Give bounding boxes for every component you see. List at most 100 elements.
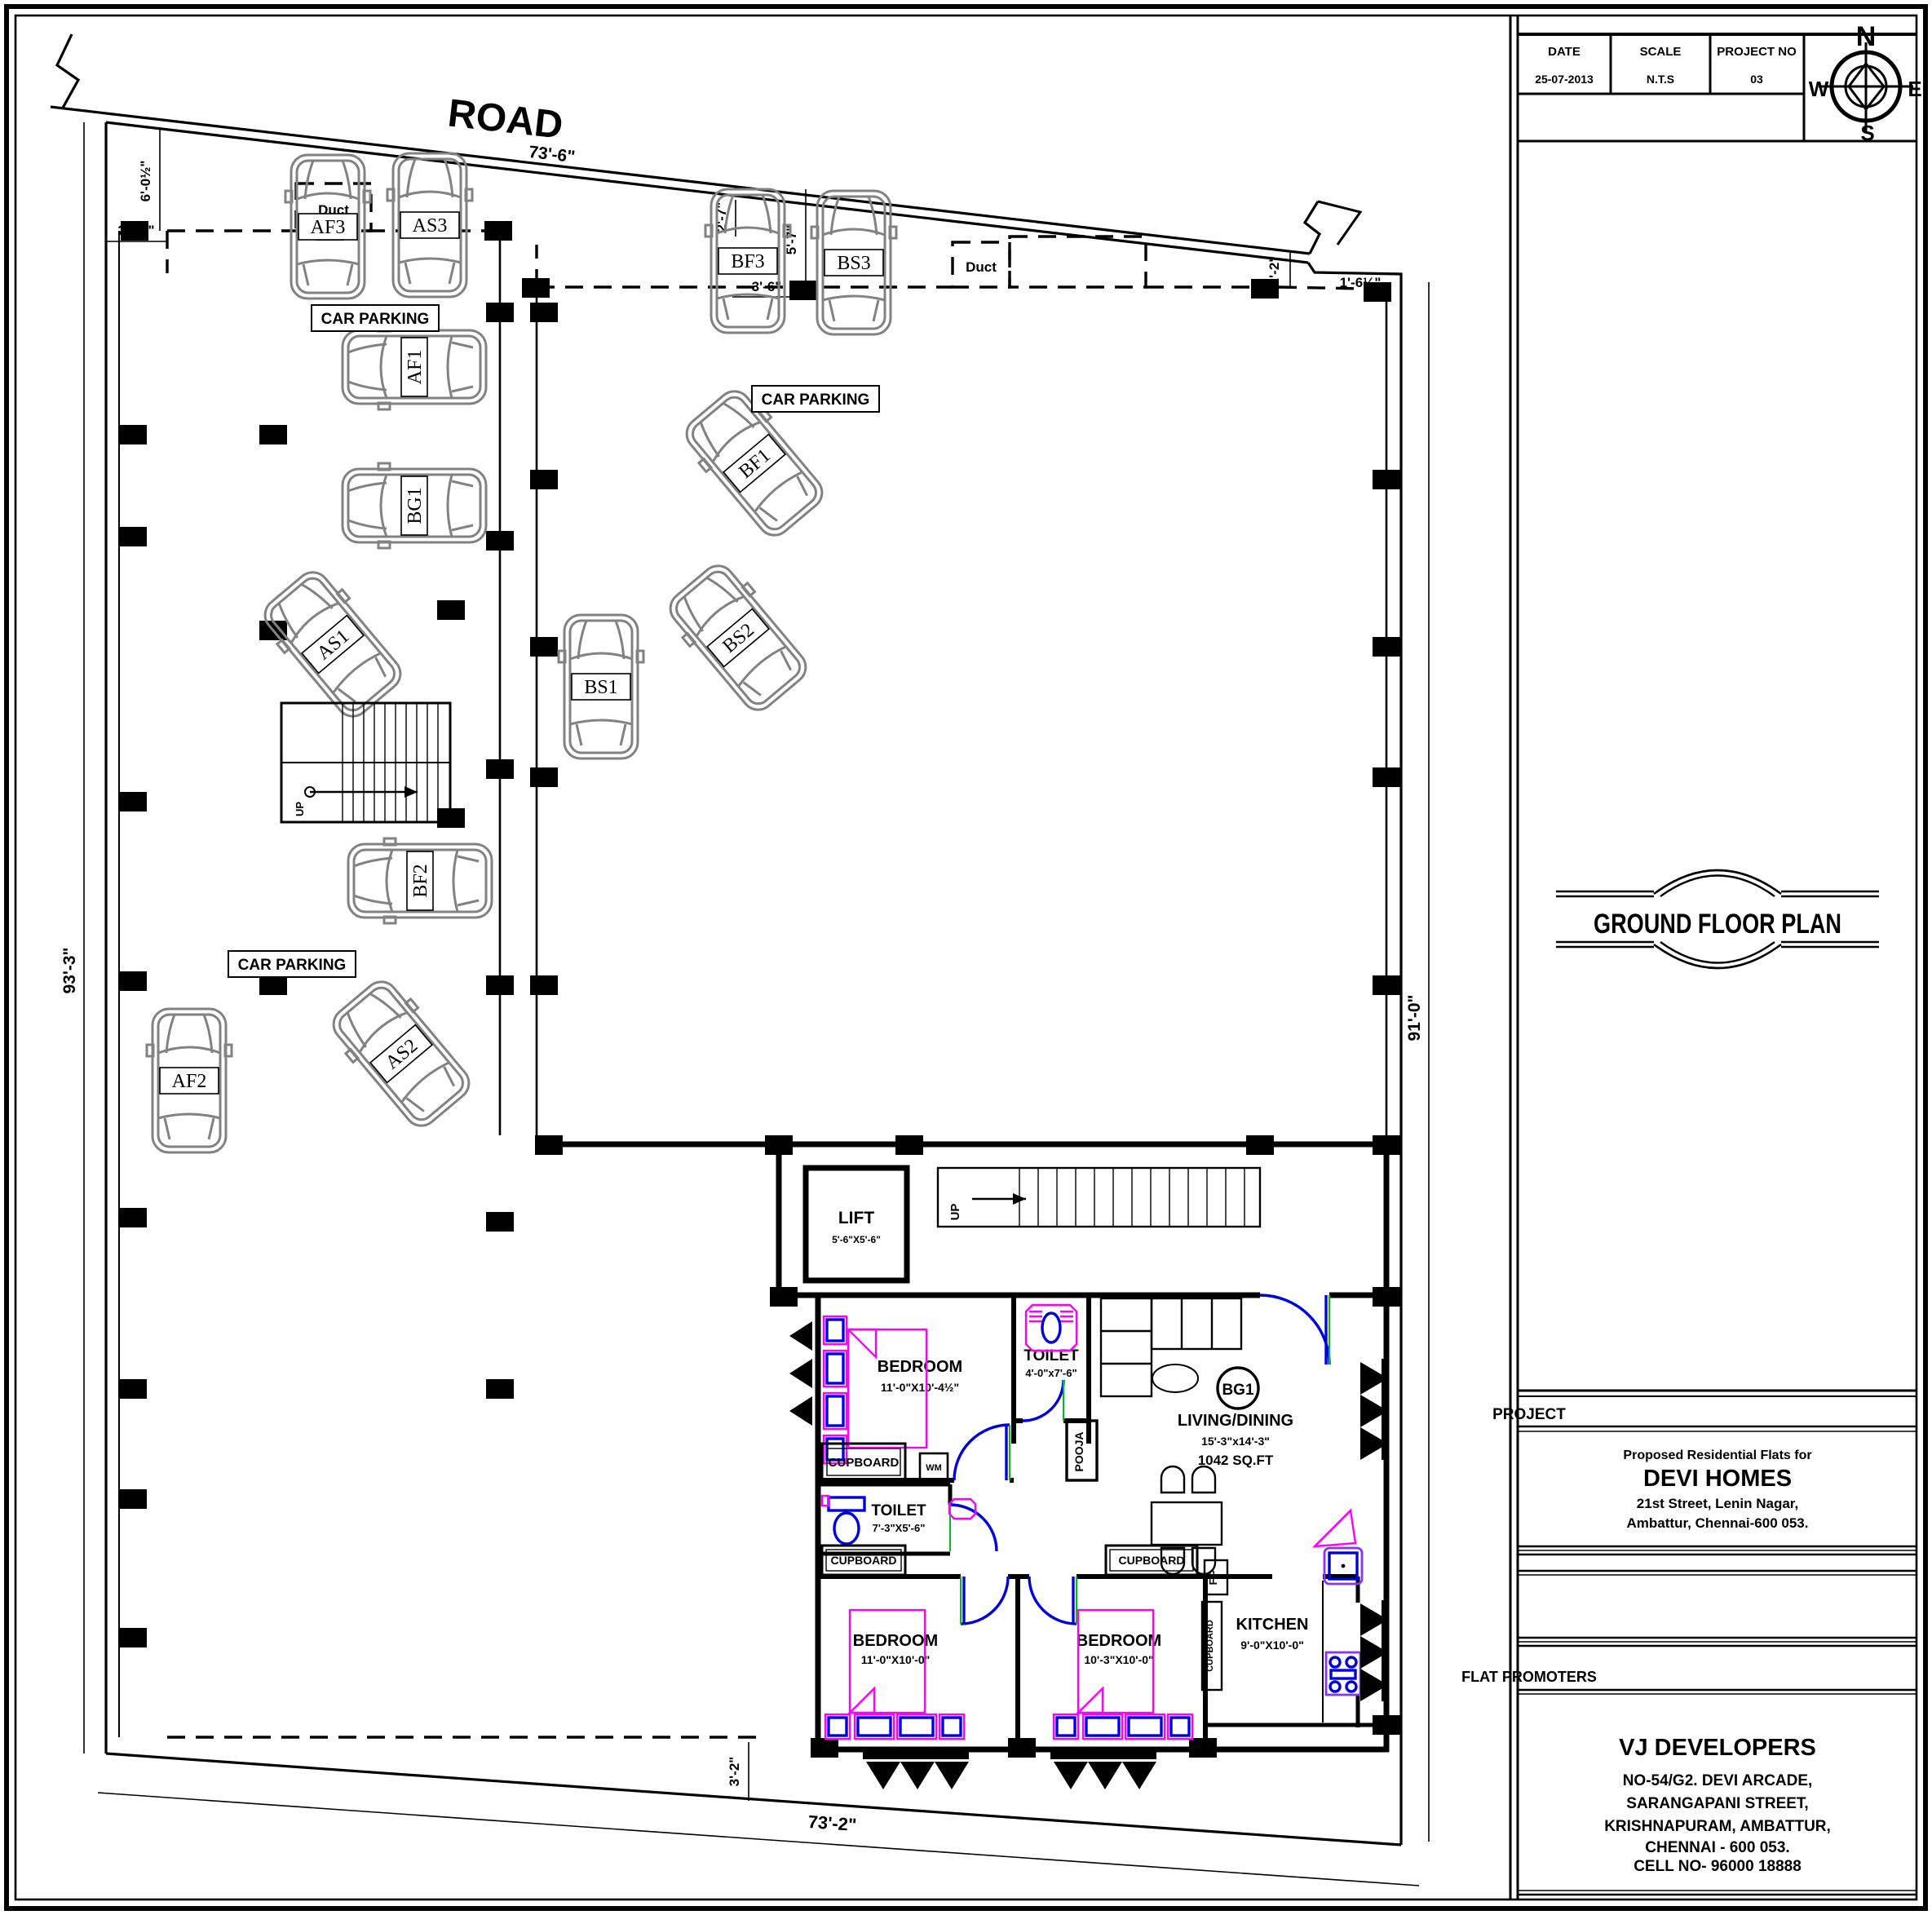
svg-text:1042 SQ.FT: 1042 SQ.FT [1198,1453,1274,1468]
cupboard-vertical: CUPBOARD [1200,1600,1223,1692]
title-block: DATE 25-07-2013 SCALE N.T.S PROJECT NO 0… [1461,21,1922,1896]
project-line: Ambattur, Chennai-600 053. [1627,1515,1809,1531]
car-parking-label: CAR PARKING [321,311,430,328]
car-slot-label: AS1 [301,614,365,674]
svg-text:CUPBOARD: CUPBOARD [1119,1554,1185,1567]
sink-icon [1323,1546,1364,1586]
promoter-line: CELL NO- 96000 18888 [1634,1858,1802,1875]
scale-label: SCALE [1640,45,1682,59]
car-slot-label: BS2 [706,608,770,668]
project-section: PROJECT Proposed Residential Flats for D… [1492,1389,1917,1647]
svg-text:BF3: BF3 [731,251,764,272]
dim-d8: 3'-2" [727,1757,742,1787]
bedroom1-door [953,1423,1010,1481]
sofa-icon [1099,1297,1243,1398]
bedroom2-door [960,1576,1010,1625]
kitchen-door [1311,1508,1357,1548]
duct-label: Duct [966,259,997,275]
cupboard: CUPBOARD [820,1544,907,1577]
coffee-table-icon [1152,1364,1199,1393]
svg-text:BF2: BF2 [410,864,431,897]
car-slot-label: BS1 [571,673,631,701]
svg-text:POOJA: POOJA [1072,1431,1085,1471]
bed-icon [1052,1608,1194,1740]
svg-text:AS3: AS3 [413,215,448,237]
wc-icon [820,1494,866,1546]
wc-icon [1024,1303,1078,1352]
compass-w: W [1809,77,1829,101]
svg-text:WM: WM [926,1463,942,1473]
car-slot-label: AF1 [400,337,428,397]
stove-icon [1324,1651,1362,1696]
road-label: ROAD [446,91,565,147]
lift-size: 5'-6"X5'-6" [832,1234,881,1245]
bedroom3-door [1028,1576,1077,1625]
bedroom2: BEDROOM 11'-0"X10'-0" [824,1608,966,1740]
window-icon [1360,1359,1389,1460]
road-break-icon [55,33,81,110]
bedroom1: BEDROOM 11'-0"X10'-4½" CUPBOARD [820,1315,962,1482]
lift-label: LIFT [838,1209,874,1227]
promoter-name: VJ DEVELOPERS [1619,1735,1816,1761]
svg-text:11'-0"X10'-4½": 11'-0"X10'-4½" [881,1381,959,1394]
cupboard: CUPBOARD [820,1442,907,1482]
car-slot-label: BF3 [718,247,778,275]
svg-text:9'-0"X10'-0": 9'-0"X10'-0" [1240,1639,1304,1652]
window-icon [1360,1600,1389,1701]
promoters-section-label: FLAT PROMOTERS [1461,1669,1597,1685]
project-client: DEVI HOMES [1643,1466,1792,1492]
svg-text:BEDROOM: BEDROOM [1077,1632,1161,1650]
svg-text:TOILET: TOILET [1023,1347,1079,1364]
dim-bottom: 73'-2" [807,1811,857,1835]
car-parking-label: CAR PARKING [238,957,347,974]
unit-label: BG1 [1222,1382,1254,1399]
car-parking-labels: CAR PARKING CAR PARKING CAR PARKING [228,304,880,978]
compass-icon: N W E S [1809,21,1922,145]
svg-text:BEDROOM: BEDROOM [853,1632,938,1650]
svg-text:15'-3"x14'-3": 15'-3"x14'-3" [1201,1435,1270,1448]
svg-text:AF3: AF3 [311,217,346,238]
road: ROAD 73'-6" [50,33,1363,255]
svg-text:11'-0"X10'-0": 11'-0"X10'-0" [861,1653,931,1666]
dim-d6: 2'-2" [1267,256,1282,286]
drawing-title-cartouche: GROUND FLOOR PLAN [1556,869,1879,970]
fridge-point: F.P [1203,1559,1229,1596]
site-boundary [104,121,1403,1846]
promoter-line: NO-54/G2. DEVI ARCADE, [1623,1772,1813,1789]
bedroom3: BEDROOM 10'-3"X10'-0" CUPBOARD [1052,1544,1199,1740]
svg-text:KITCHEN: KITCHEN [1236,1616,1309,1634]
svg-text:10'-3"X10'-0": 10'-3"X10'-0" [1084,1653,1153,1666]
svg-text:BS3: BS3 [837,253,870,274]
dim-d1: 6'-0½" [138,161,153,202]
svg-text:CUPBOARD: CUPBOARD [829,1456,900,1470]
compass-e: E [1908,77,1921,101]
car-slot-label: BF2 [406,851,434,911]
svg-text:AF1: AF1 [405,350,426,385]
svg-text:LIVING/DINING: LIVING/DINING [1178,1412,1293,1430]
svg-text:BG1: BG1 [405,487,426,524]
svg-text:TOILET: TOILET [871,1502,926,1519]
lobby: LIFT 5'-6"X5'-6" UP [538,1141,1386,1295]
promoters-section: FLAT PROMOTERS VJ DEVELOPERS NO-54/G2. D… [1461,1669,1917,1896]
car-slot-label: BG1 [400,475,428,536]
flat-rooms: BEDROOM 11'-0"X10'-4½" CUPBOARD [820,1297,1364,1740]
stair-right: UP [936,1166,1262,1228]
window-icon [863,1752,969,1789]
bed-icon [824,1608,966,1740]
project-section-label: PROJECT [1492,1406,1566,1423]
lift: LIFT 5'-6"X5'-6" [802,1165,910,1284]
svg-text:F.P: F.P [1207,1569,1219,1585]
bed-icon [822,1315,928,1465]
stair-up-label: UP [948,1204,962,1221]
toilet1-door [1022,1379,1065,1422]
date-value: 25-07-2013 [1535,73,1594,86]
car-slot-label: BS3 [824,249,884,276]
dim-right: 91'-0" [1405,995,1424,1042]
svg-text:BEDROOM: BEDROOM [878,1358,962,1376]
window-icon [789,1321,812,1426]
toilet2-door [949,1503,998,1552]
stair-left: UP [280,701,452,824]
car-slot-label: BF1 [723,433,786,493]
duct-box [951,241,1011,289]
